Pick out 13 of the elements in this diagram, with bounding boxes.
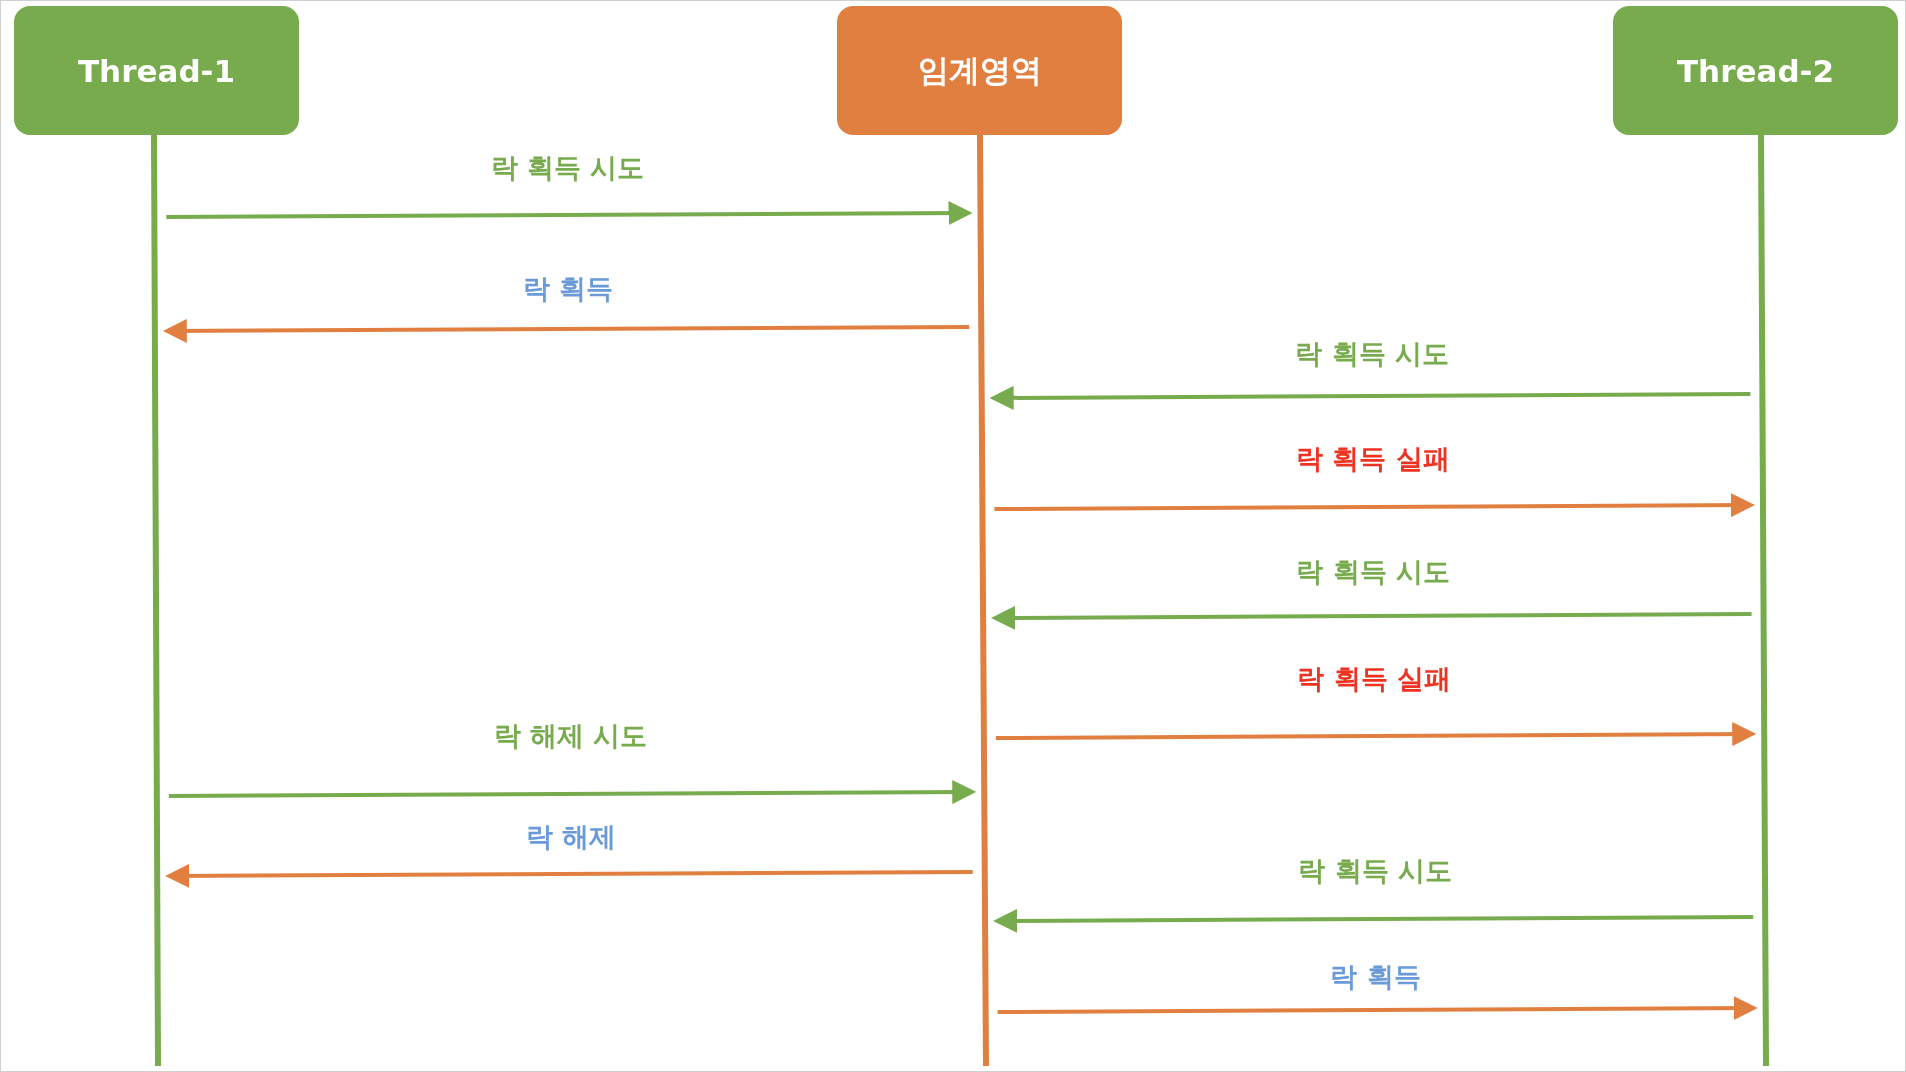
arrow [995,722,1757,747]
arrow [162,318,970,343]
arrow [994,493,1755,518]
arrow [989,385,1751,410]
arrow [993,908,1754,933]
participant-name: 임계영역 [917,50,1042,90]
participant-name: Thread-1 [77,52,236,89]
arrow [168,780,977,805]
arrow [991,605,1752,630]
participant-name: Thread-2 [1676,52,1835,89]
arrow [997,996,1758,1021]
arrow [165,863,973,888]
arrow [166,201,973,226]
